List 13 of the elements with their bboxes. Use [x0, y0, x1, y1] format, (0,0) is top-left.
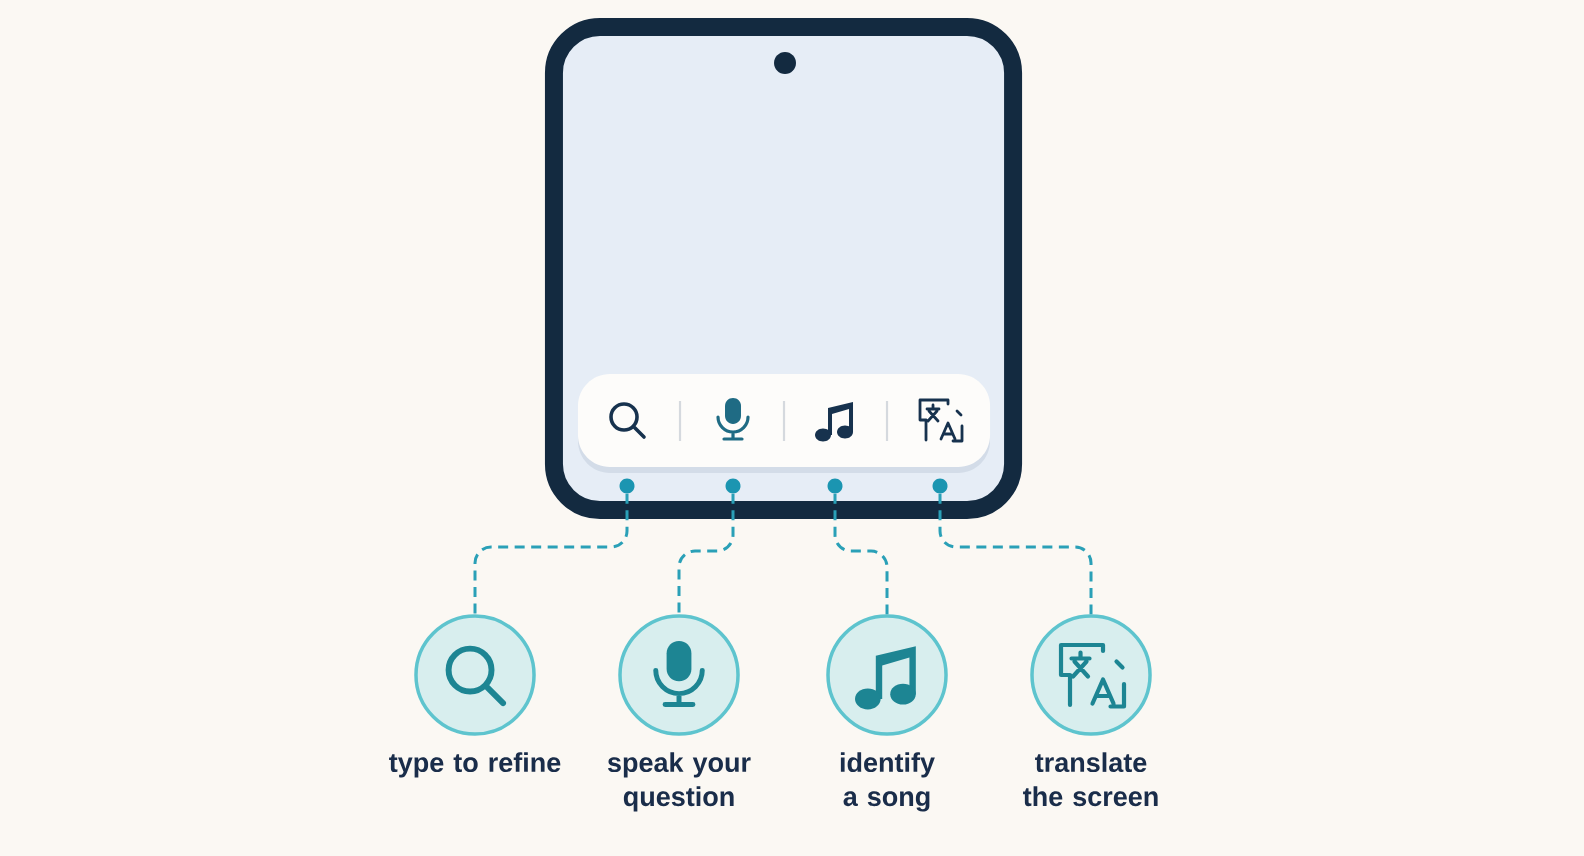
connector-dot: [827, 478, 843, 494]
feature-label: speak your question: [607, 752, 751, 812]
feature-label: translate the screen: [1023, 752, 1158, 807]
feature-label: type to refine: [389, 752, 561, 778]
feature-label: identify a song: [840, 752, 935, 812]
connector-line: [677, 493, 735, 615]
connector-line: [833, 493, 889, 615]
connector-line: [938, 493, 1093, 615]
connector-dot: [619, 478, 635, 494]
connector-dot: [932, 478, 948, 494]
toolbar: [577, 374, 991, 473]
connector-line: [473, 493, 629, 615]
connector-dot: [725, 478, 741, 494]
